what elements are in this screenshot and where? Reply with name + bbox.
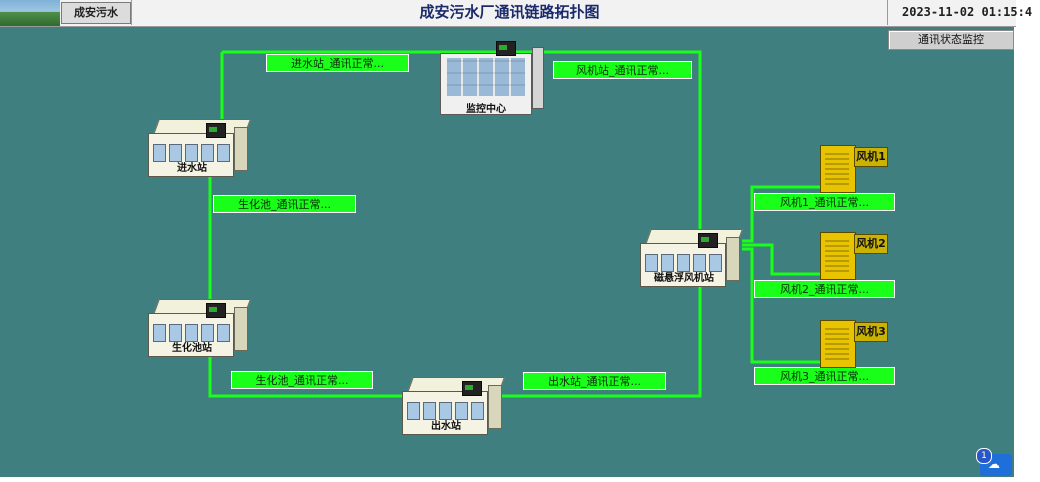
fan3-label: 风机3 [854, 322, 888, 342]
inlet-station-node[interactable]: 进水站 [148, 119, 251, 179]
bio-tank-modem-icon [206, 303, 226, 318]
outlet-modem-icon [462, 381, 482, 396]
logo-text: 成安污水 [61, 2, 131, 24]
control-center-node[interactable]: 监控中心 [440, 45, 544, 117]
fan2-status-label: 风机2_通讯正常... [754, 280, 895, 298]
outlet-station-node[interactable]: 出水站 [402, 377, 505, 437]
bio-tank-station-node[interactable]: 生化池站 [148, 299, 251, 359]
fan-station-modem-icon [698, 233, 718, 248]
fan1-status-label: 风机1_通讯正常... [754, 193, 895, 211]
page-title: 成安污水厂通讯链路拓扑图 [131, 0, 888, 25]
maglev-fan-station-node[interactable]: 磁悬浮风机站 [640, 229, 743, 289]
outlet-status-label: 出水站_通讯正常... [523, 372, 666, 390]
fan-station-status-label: 风机站_通讯正常... [553, 61, 692, 79]
bio-lower-status-label: 生化池_通讯正常... [231, 371, 373, 389]
fan3-status-label: 风机3_通讯正常... [754, 367, 895, 385]
topology-canvas: 进水站_通讯正常... 风机站_通讯正常... 生化池_通讯正常... 生化池_… [0, 27, 1014, 477]
inlet-station-label: 进水站 [177, 163, 207, 174]
datetime-display: 2023-11-02 01:15:4 [902, 5, 1033, 19]
fan3-link [742, 247, 820, 364]
comm-status-monitor-button[interactable]: 通讯状态监控 [888, 30, 1014, 50]
inlet-modem-icon [206, 123, 226, 138]
fan2-unit-icon[interactable] [820, 232, 856, 280]
fan1-label: 风机1 [854, 147, 888, 167]
control-center-modem-icon [496, 41, 516, 56]
outlet-station-label: 出水站 [431, 421, 461, 432]
fan2-link [742, 243, 820, 276]
fan2-label: 风机2 [854, 234, 888, 254]
fan3-unit-icon[interactable] [820, 320, 856, 368]
plant-logo-image [0, 0, 60, 26]
cloud-icon: ☁ [988, 457, 1000, 471]
bio-upper-status-label: 生化池_通讯正常... [213, 195, 356, 213]
maglev-fan-station-label: 磁悬浮风机站 [654, 273, 714, 284]
notification-badge: 1 [976, 448, 992, 464]
bio-tank-station-label: 生化池站 [172, 343, 212, 354]
inlet-status-label: 进水站_通讯正常... [266, 54, 409, 72]
fan1-unit-icon[interactable] [820, 145, 856, 193]
control-center-label: 监控中心 [466, 104, 506, 115]
fan1-link [742, 185, 820, 243]
top-bar: 成安污水 成安污水厂通讯链路拓扑图 2023-11-02 01:15:4 [0, 0, 1033, 27]
